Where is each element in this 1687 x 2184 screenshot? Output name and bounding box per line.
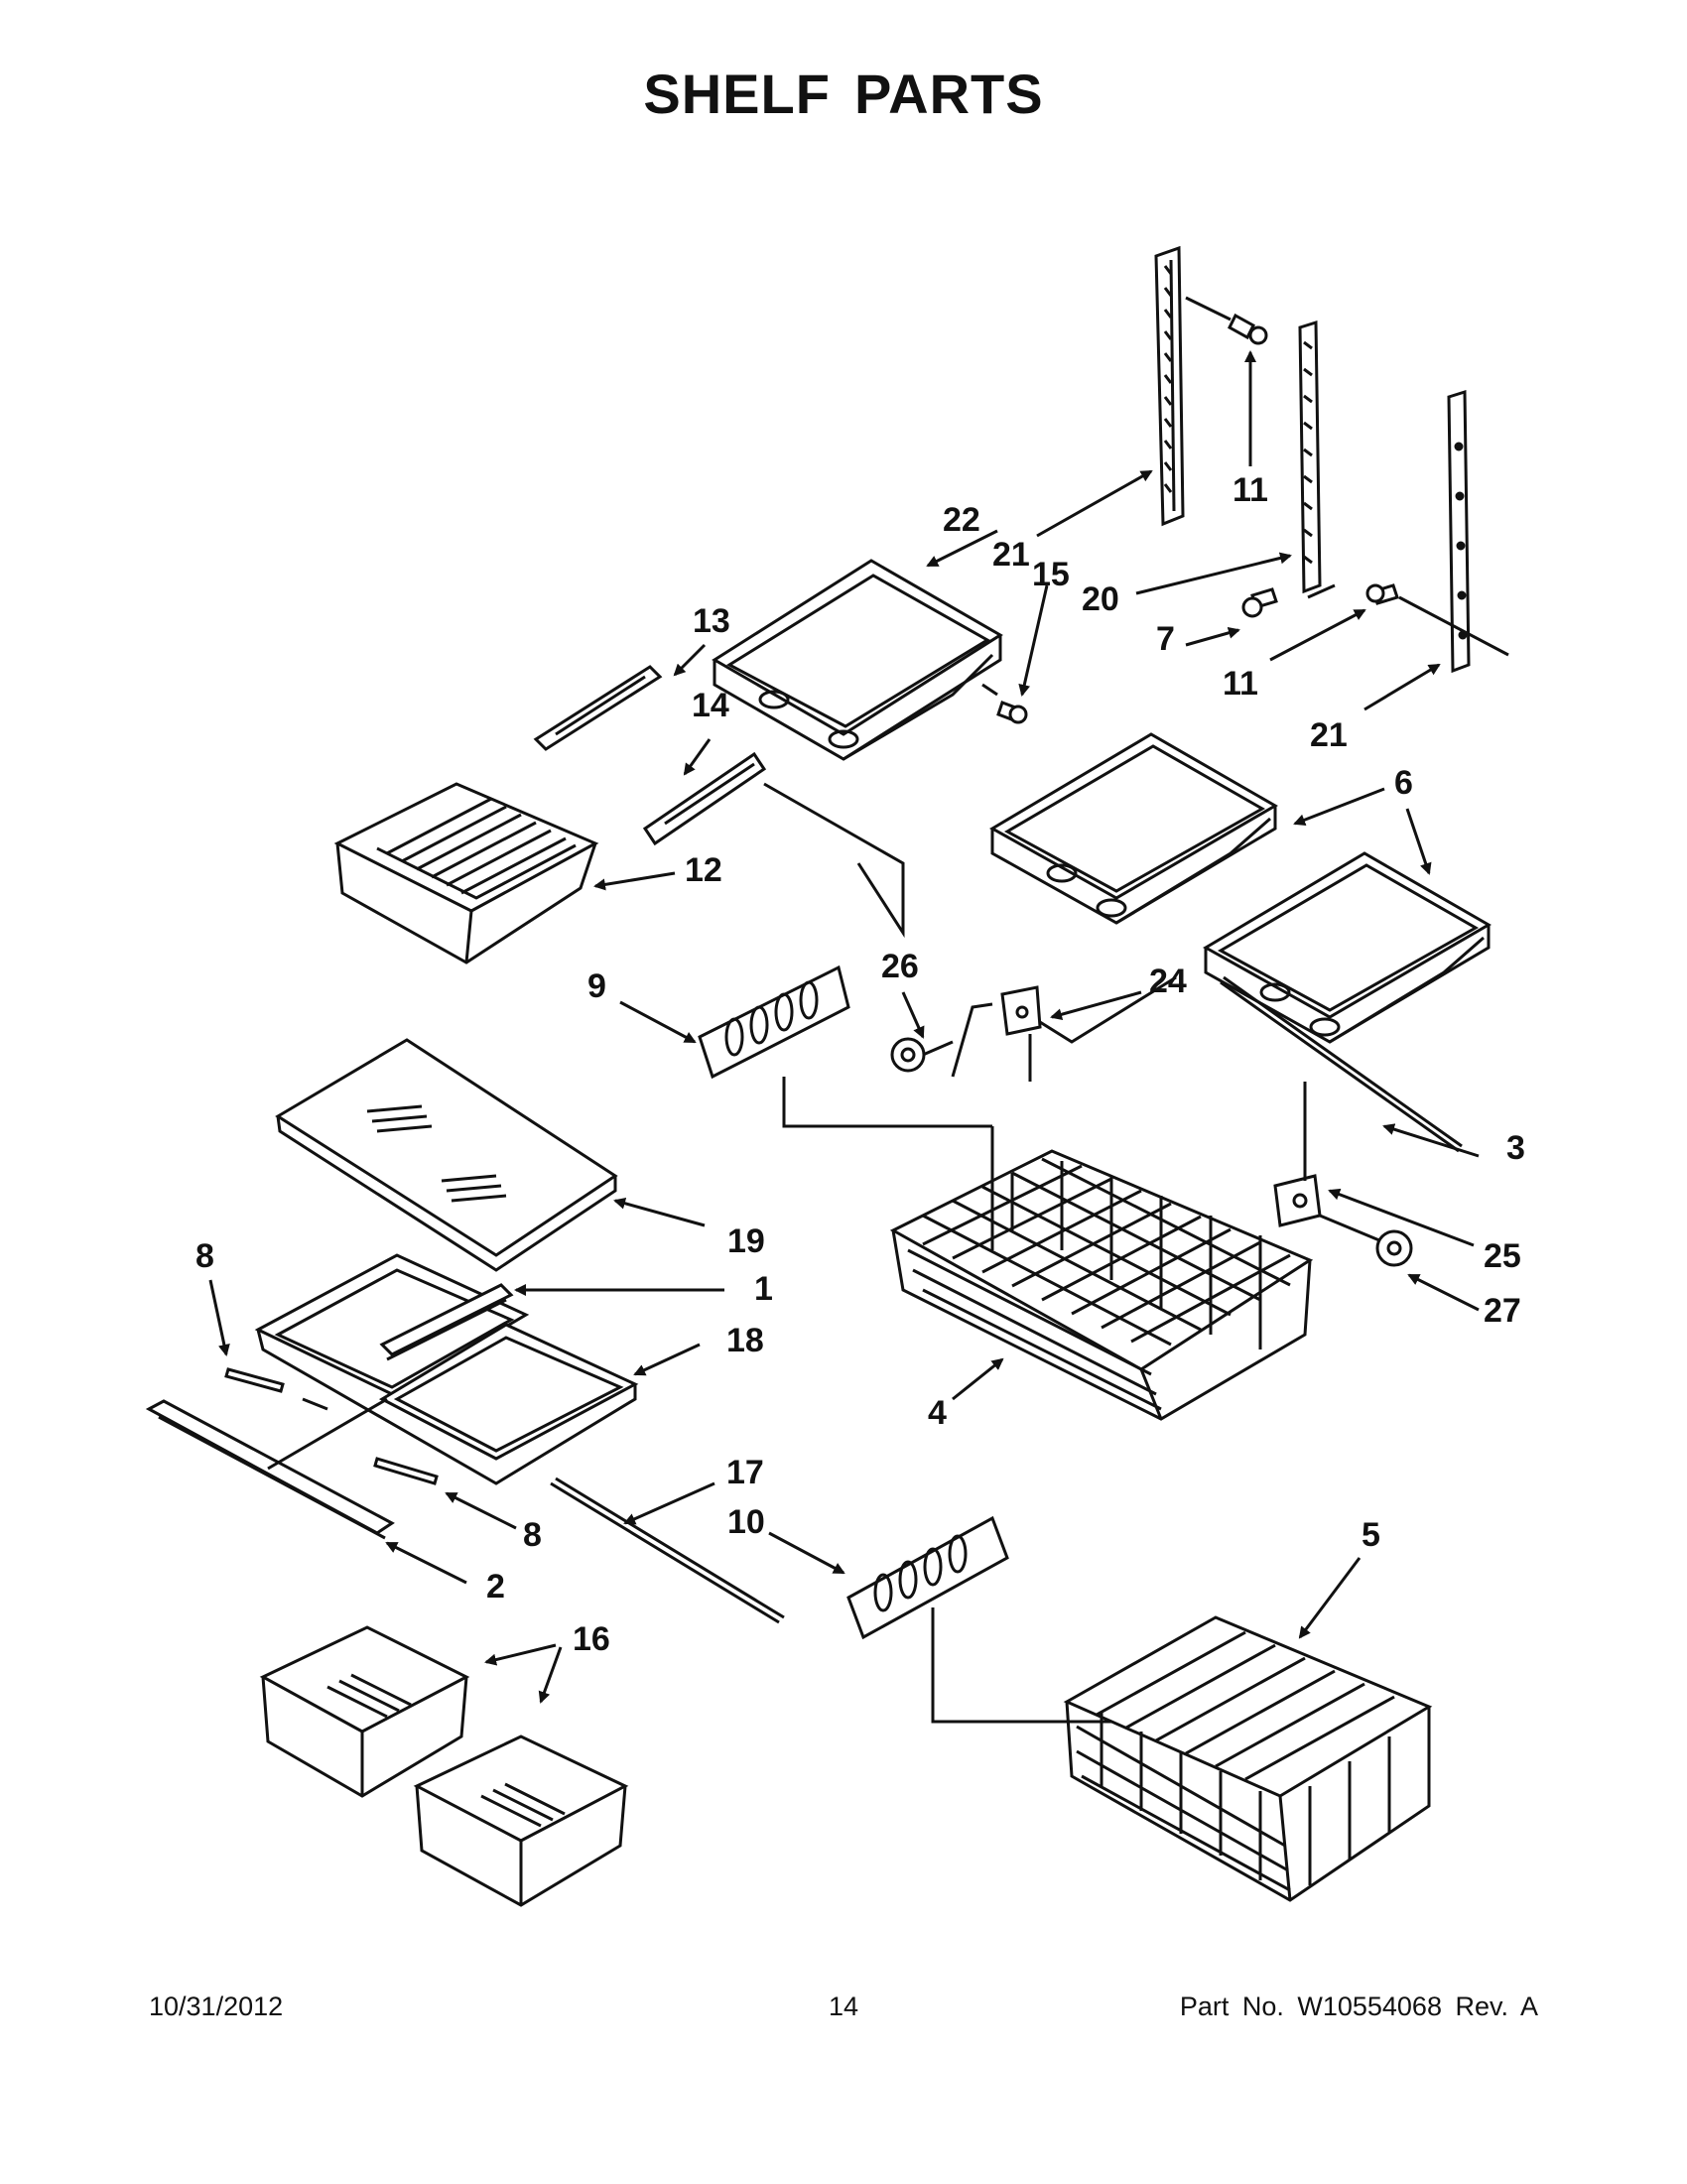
basket-bracket-10 — [846, 1515, 1171, 1724]
clip-8-lower — [373, 1457, 439, 1485]
page-title: SHELF PARTS — [0, 62, 1687, 126]
shelf-rail-20 — [1298, 320, 1322, 594]
crisper-drawer-12 — [333, 782, 599, 964]
wire-basket-4 — [889, 1126, 1314, 1421]
page-title-word-2: PARTS — [853, 63, 1044, 125]
glide-26 — [890, 1002, 993, 1078]
callout-3: 3 — [1506, 1129, 1525, 1167]
cover-2 — [145, 1397, 395, 1540]
callout-8-lower: 8 — [523, 1516, 542, 1554]
callout-21-upper: 21 — [992, 536, 1030, 574]
callout-24: 24 — [1149, 963, 1187, 1000]
callout-9: 9 — [587, 967, 606, 1005]
crisper-bin-16-left — [259, 1625, 470, 1798]
callout-11-lower: 11 — [1223, 665, 1258, 703]
callout-22: 22 — [943, 501, 980, 539]
callout-13: 13 — [693, 602, 730, 640]
callout-4: 4 — [928, 1394, 947, 1432]
callout-25: 25 — [1484, 1237, 1521, 1275]
callout-15: 15 — [1032, 556, 1070, 593]
slide-rail-1 — [379, 1283, 514, 1361]
wire-basket-5 — [1063, 1615, 1433, 1902]
screw-15 — [981, 683, 1028, 724]
callout-20: 20 — [1082, 580, 1119, 618]
shelf-rail-21-lower — [1447, 389, 1471, 674]
shelf-6-upper — [988, 732, 1278, 925]
callout-7: 7 — [1156, 620, 1175, 658]
leader-arrows — [208, 350, 1480, 1704]
bracket-25 — [1273, 1082, 1322, 1227]
bracket-24 — [1000, 975, 1177, 1082]
callout-16: 16 — [573, 1620, 610, 1658]
footer-page-number: 14 — [828, 1991, 859, 2021]
drawer-slide-14 — [642, 751, 905, 939]
screw-7 — [1241, 583, 1336, 618]
callout-6: 6 — [1394, 764, 1413, 802]
callout-19: 19 — [727, 1222, 765, 1260]
callout-17: 17 — [726, 1454, 764, 1491]
shelf-22 — [712, 559, 1003, 761]
glass-shelf-19 — [275, 1038, 618, 1272]
footer-date: 10/31/2012 — [149, 1991, 284, 2021]
clip-8-upper — [224, 1367, 328, 1411]
callout-11-upper: 11 — [1233, 471, 1268, 509]
shelf-rail-21-upper — [1154, 245, 1185, 527]
callout-2: 2 — [486, 1568, 505, 1606]
basket-bracket-9 — [698, 964, 992, 1128]
rod-3 — [1220, 975, 1463, 1153]
screw-11-lower — [1365, 583, 1509, 657]
callout-12: 12 — [685, 851, 722, 889]
callout-10: 10 — [727, 1503, 765, 1541]
callout-27: 27 — [1484, 1292, 1521, 1330]
drawer-slide-13 — [533, 665, 663, 751]
shelf-6-lower — [1202, 851, 1492, 1044]
callout-5: 5 — [1362, 1516, 1380, 1554]
glide-27 — [1319, 1214, 1413, 1267]
callout-8-upper: 8 — [195, 1237, 214, 1275]
rod-17 — [550, 1477, 785, 1624]
callout-26: 26 — [881, 948, 919, 985]
callout-1: 1 — [754, 1270, 773, 1308]
callout-labels: 1 2 3 4 5 6 7 8 8 9 10 11 11 12 13 14 15… — [195, 471, 1525, 1658]
callout-18: 18 — [726, 1322, 764, 1359]
callout-21-lower: 21 — [1310, 716, 1348, 754]
page-title-word-1: SHELF — [643, 63, 831, 125]
crisper-bin-16-right — [413, 1734, 629, 1907]
callout-14: 14 — [692, 687, 729, 724]
pantry-drawer-18 — [254, 1253, 639, 1485]
screw-11-upper — [1185, 296, 1268, 345]
footer-part-number: Part No. W10554068 Rev. A — [1179, 1991, 1538, 2021]
